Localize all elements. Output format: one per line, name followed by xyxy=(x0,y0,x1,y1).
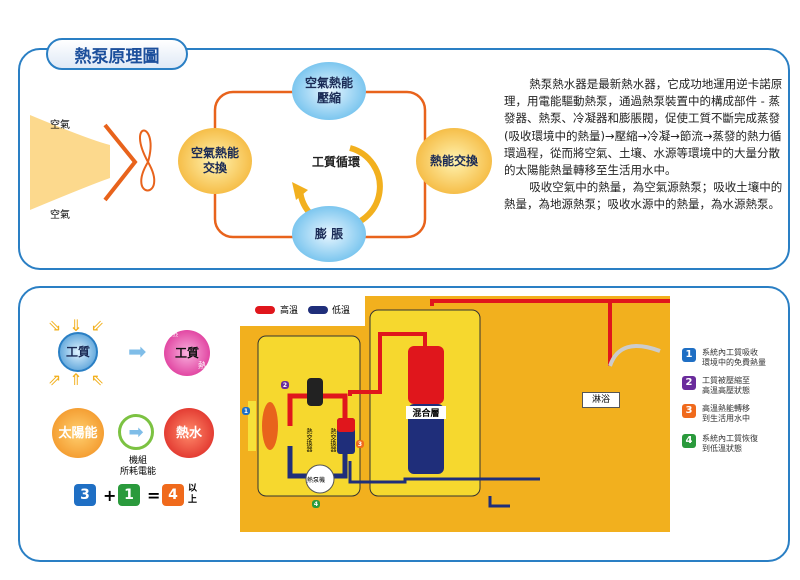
legend-hot-swatch xyxy=(255,306,275,314)
legend-badge: 3 xyxy=(682,404,696,418)
eq-suffix: 以 上 xyxy=(188,484,198,505)
legend-badge: 2 xyxy=(682,376,696,390)
arrow-circle-icon: ➡ xyxy=(118,414,154,450)
node-compression: 空氣熱能 壓縮 xyxy=(292,62,366,120)
sun-arrows-icon: ⇘⇓⇙ xyxy=(47,316,113,335)
hx2-label: 熱交換器 xyxy=(329,428,336,452)
eq-plus: + xyxy=(103,486,117,505)
heat-mark: 熱 xyxy=(170,329,178,338)
legend-item-1: 1 系統內工質吸收 環境中的免費熱量 xyxy=(682,348,782,368)
step-3: 3 xyxy=(356,440,364,448)
shower-icon xyxy=(608,344,661,367)
legend-badge: 1 xyxy=(682,348,696,362)
air-flow xyxy=(30,115,110,210)
legend-item-3: 3 高溫熱能轉移 到生活用水中 xyxy=(682,404,782,424)
compressor xyxy=(307,378,323,406)
outdoor-unit xyxy=(257,335,361,497)
step-4: 4 xyxy=(312,500,320,508)
eq-equals: = xyxy=(147,486,161,505)
mixer-label: 混合層 xyxy=(406,406,446,419)
air-label-bottom: 空氣 xyxy=(50,210,70,221)
legend-cold: 低溫 xyxy=(332,306,351,316)
system-diagram xyxy=(240,296,670,532)
eq-4: 4 xyxy=(162,484,184,506)
legend-item-4: 4 系統內工質恢復 到低溫狀態 xyxy=(682,434,782,454)
heat-mark: 熱 xyxy=(198,361,206,370)
description-para-2: 吸收空氣中的熱量，為空氣源熱泵；吸收土壤中的熱量，為地源熱泵；吸收水源中的熱量，… xyxy=(504,180,783,212)
legend-hot: 高溫 xyxy=(280,306,299,316)
description-para-1: 熱泵熱水器是最新熱水器，它成功地運用逆卡諾原理，用電能驅動熱泵，通過熱泵裝置中的… xyxy=(504,77,783,178)
solar-node: 太陽能 xyxy=(52,408,104,458)
node-air-exchange: 空氣熱能 交換 xyxy=(178,128,252,194)
pump-label: 熱泵機 xyxy=(307,477,326,484)
legend-item-2: 2 工質被壓縮至 高溫高壓狀態 xyxy=(682,376,782,396)
page-title: 熱泵原理圖 xyxy=(46,38,188,70)
hx1-label: 熱交換器 xyxy=(305,428,312,452)
legend-text: 高溫熱能轉移 到生活用水中 xyxy=(702,404,750,423)
fan-icon xyxy=(138,129,156,192)
legend-text: 系統內工質吸收 環境中的免費熱量 xyxy=(702,348,766,367)
eq-3: 3 xyxy=(74,484,96,506)
description: 熱泵熱水器是最新熱水器，它成功地運用逆卡諾原理，用電能驅動熱泵，通過熱泵裝置中的… xyxy=(504,76,786,214)
hot-fluid-node: 工質 xyxy=(164,330,210,376)
node-expansion: 膨 脹 xyxy=(292,206,366,262)
arrow-right-icon: ➡ xyxy=(128,340,147,365)
legend-text: 工質被壓縮至 高溫高壓狀態 xyxy=(702,376,750,395)
eq-1: 1 xyxy=(118,484,140,506)
air-arrow-icon xyxy=(103,123,138,202)
unit-power-label: 機組 所耗電能 xyxy=(119,456,156,477)
step-1: 1 xyxy=(242,407,250,415)
air-label-top: 空氣 xyxy=(50,120,70,131)
working-fluid-node: 工質 xyxy=(58,332,98,372)
shower-label: 淋浴 xyxy=(582,392,620,408)
legend-text: 系統內工質恢復 到低溫狀態 xyxy=(702,434,758,453)
node-heat-exchange: 熱能交換 xyxy=(416,128,492,194)
legend-badge: 4 xyxy=(682,434,696,448)
sun-arrows-bottom-icon: ⇗⇑⇖ xyxy=(47,370,113,389)
cycle-center-label: 工質循環 xyxy=(312,155,361,169)
legend-cold-swatch xyxy=(308,306,328,314)
step-2: 2 xyxy=(281,381,289,389)
hot-water-node: 熱水 xyxy=(164,408,214,458)
